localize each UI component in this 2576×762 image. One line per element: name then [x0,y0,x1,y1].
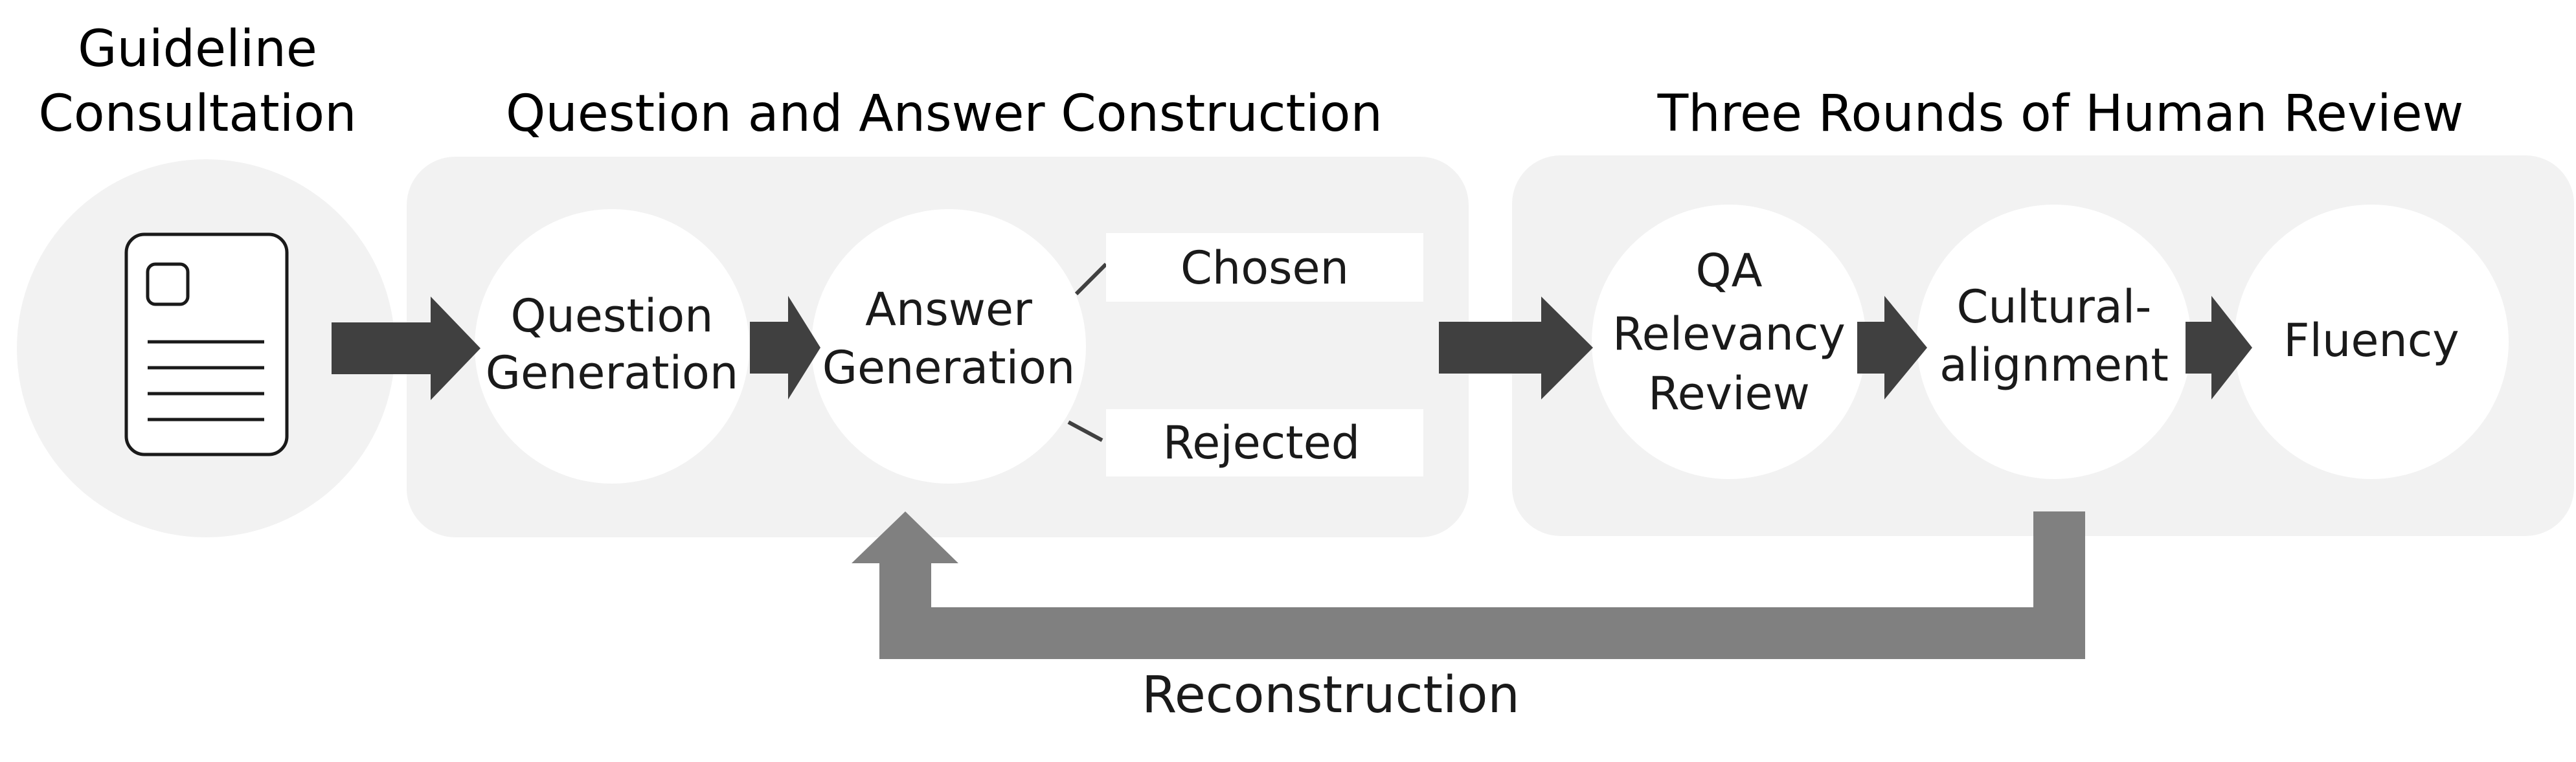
reconstruction-label: Reconstruction [1142,666,1520,724]
rejected-label: Rejected [1163,416,1361,469]
document-icon [124,232,289,456]
qa-relevancy-review-node [1592,205,1866,479]
arrow-construction-to-review [1439,297,1593,399]
question-generation-label-line1: Question [510,289,713,342]
qa-relevancy-label-line1: QA [1696,244,1763,297]
chosen-label: Chosen [1181,241,1349,295]
chosen-connector [1074,262,1108,296]
reconstruction-feedback-arrow [852,511,2085,659]
fluency-label: Fluency [2283,314,2459,367]
answer-generation-label-line1: Answer [865,283,1032,336]
guideline-title-line2: Consultation [38,85,356,143]
fluency-node [2234,205,2509,479]
cultural-alignment-node [1917,205,2191,479]
arrow-question-to-answer [750,296,820,399]
arrow-guideline-to-question [332,297,480,400]
chosen-box [1106,233,1423,302]
answer-generation-node [811,209,1086,484]
qa-relevancy-label-line2: Relevancy [1612,308,1846,361]
construction-title: Question and Answer Construction [506,85,1383,143]
rejected-connector [1067,420,1103,442]
cultural-alignment-label-line2: alignment [1939,339,2169,392]
guideline-title-line1: Guideline [78,20,317,78]
arrow-cultural-to-fluency [2186,296,2252,399]
rejected-box [1106,409,1423,476]
arrow-qa-to-cultural [1857,296,1927,399]
question-generation-node [475,209,749,484]
review-title: Three Rounds of Human Review [1657,85,2464,143]
qa-relevancy-label-line3: Review [1648,367,1810,420]
cultural-alignment-label-line1: Cultural- [1957,280,2152,333]
answer-generation-label-line2: Generation [822,341,1076,394]
question-generation-label-line2: Generation [486,346,739,399]
